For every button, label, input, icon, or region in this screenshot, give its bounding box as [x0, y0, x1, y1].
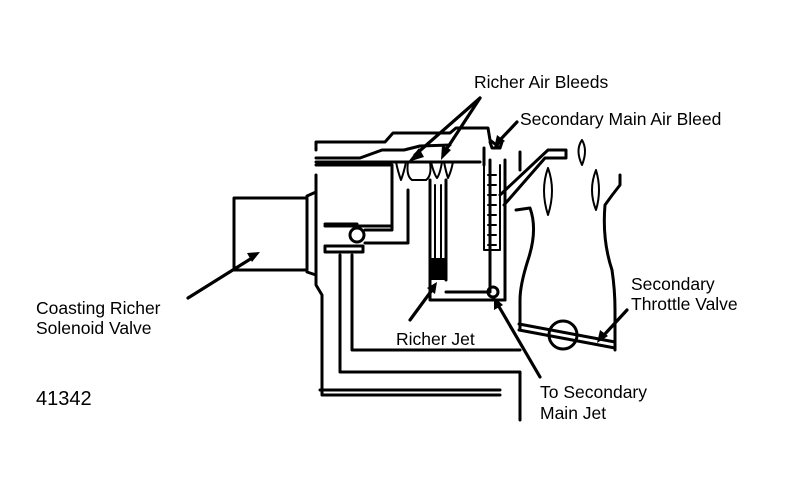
label-richer-air-bleeds: Richer Air Bleeds	[474, 72, 609, 92]
carburetor-body	[314, 126, 622, 422]
leader-to-secondary	[494, 297, 542, 379]
label-secondary-throttle-line2: Throttle Valve	[631, 294, 738, 314]
label-coasting-richer-line1: Coasting Richer	[36, 298, 161, 318]
leader-secondary-main-air-bleed	[494, 120, 519, 148]
label-coasting-richer-line2: Solenoid Valve	[36, 318, 152, 338]
figure-id: 41342	[36, 388, 92, 410]
label-to-secondary-line1: To Secondary	[540, 382, 648, 402]
leader-secondary-throttle	[597, 308, 629, 343]
label-to-secondary-line2: Main Jet	[540, 403, 607, 423]
leader-coasting-richer	[186, 252, 260, 300]
label-secondary-throttle-line1: Secondary	[631, 274, 715, 294]
label-richer-jet: Richer Jet	[396, 329, 475, 349]
leader-richer-jet	[408, 282, 437, 322]
label-secondary-main-air-bleed: Secondary Main Air Bleed	[520, 109, 722, 129]
leader-richer-air-bleeds-2	[441, 96, 482, 160]
leader-richer-air-bleeds-1	[408, 96, 482, 162]
